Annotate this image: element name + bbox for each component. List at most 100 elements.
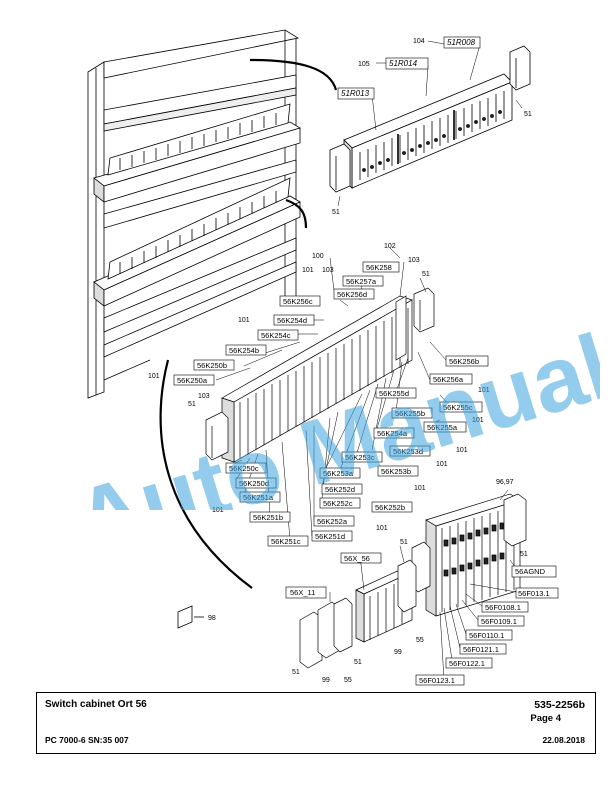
cable-loop-middle [285, 198, 308, 229]
label-56K252c: 56K252c [323, 499, 353, 508]
marker-card [177, 605, 204, 629]
label-56K254b: 56K254b [229, 346, 259, 355]
callout-51-lower-left: 51 [292, 669, 300, 676]
exploded-parts-diagram: 104 51R008 105 51R014 51R013 51 51 102 1… [87, 29, 559, 686]
callout-51-lower-b: 51 [520, 551, 528, 558]
terminal-strip-lower-middle [299, 559, 417, 669]
callout-101-e: 101 [472, 417, 484, 424]
rail-1 [103, 74, 297, 132]
end-clamp-relay-right [413, 287, 435, 333]
label-56K250c: 56K250c [229, 464, 259, 473]
rail-3 [103, 237, 297, 381]
cabinet-frame [87, 29, 338, 589]
end-clamp-relay-left [205, 411, 229, 461]
callout-51-relay-left: 51 [188, 401, 196, 408]
label-56F0108-1: 56F0108.1 [485, 603, 521, 612]
callout-101-b: 101 [238, 317, 250, 324]
label-56K256b: 56K256b [449, 357, 479, 366]
callout-99-a: 99 [394, 649, 402, 656]
drawing-date: 22.08.2018 [542, 735, 585, 745]
label-texts: 104 51R008 105 51R014 51R013 51 51 102 1… [148, 38, 550, 685]
label-56X_56: 56X_56 [344, 554, 370, 563]
callout-101-f: 101 [456, 447, 468, 454]
end-plate-relay [395, 295, 407, 361]
wire-duct-lower [93, 177, 301, 307]
callout-101-c: 101 [148, 373, 160, 380]
page-number: Page 4 [530, 713, 561, 724]
callout-103-b: 103 [322, 267, 334, 274]
label-56K250d: 56K250d [239, 479, 269, 488]
callout-55-a: 55 [416, 637, 424, 644]
label-56K255a: 56K255a [427, 423, 458, 432]
callout-100: 100 [312, 253, 324, 260]
label-56X_11: 56X_11 [290, 588, 315, 597]
label-51R014: 51R014 [389, 59, 418, 68]
callout-102: 102 [384, 243, 396, 250]
label-56K255d: 56K255d [379, 389, 409, 398]
callout-101-a: 101 [302, 267, 314, 274]
callout-101-i: 101 [376, 525, 388, 532]
label-56K251d: 56K251d [315, 532, 345, 541]
callout-101-d: 101 [478, 387, 490, 394]
label-56K251b: 56K251b [253, 513, 283, 522]
cable-loop-upper [249, 58, 338, 91]
callout-51-upper-right: 51 [524, 111, 532, 118]
label-56K255c: 56K255c [443, 403, 473, 412]
callout-51-lower-middle: 51 [354, 659, 362, 666]
terminal-strip-lower-right [411, 493, 527, 617]
label-56K252a: 56K252a [317, 517, 348, 526]
label-56K256c: 56K256c [283, 297, 313, 306]
label-56K251c: 56K251c [271, 537, 301, 546]
label-56K253a: 56K253a [323, 469, 354, 478]
label-51R013: 51R013 [341, 89, 370, 98]
callout-51-relay-right: 51 [422, 271, 430, 278]
end-clamp-lower-right-a [503, 493, 527, 547]
end-clamp-upper-right [509, 45, 531, 91]
label-56K254c: 56K254c [261, 331, 291, 340]
callout-101-j: 101 [414, 485, 426, 492]
relay-row [205, 287, 435, 463]
label-56F013-1: 56F013.1 [518, 589, 550, 598]
callout-55-b: 55 [344, 677, 352, 684]
title-block: Switch cabinet Ort 56 535-2256b Page 4 P… [36, 692, 596, 754]
label-56K254d: 56K254d [277, 316, 307, 325]
label-56K252b: 56K252b [375, 503, 405, 512]
end-clamp-upper-left [329, 143, 351, 193]
callout-51-lower-a: 51 [400, 539, 408, 546]
machine-serial: PC 7000-6 SN:35 007 [45, 735, 129, 745]
label-boxes [173, 36, 559, 686]
callout-104: 104 [413, 38, 425, 45]
label-56F0122-1: 56F0122.1 [449, 659, 485, 668]
cable-long [159, 359, 253, 589]
label-56K256a: 56K256a [433, 375, 464, 384]
label-51R008: 51R008 [447, 38, 476, 47]
end-clamp-lower-middle-a [397, 559, 417, 613]
label-56K253c: 56K253c [345, 453, 375, 462]
callout-103-c: 103 [198, 393, 210, 400]
label-56K250a: 56K250a [177, 376, 208, 385]
label-56K258: 56K258 [366, 263, 392, 272]
label-56K254a: 56K254a [377, 429, 408, 438]
wire-duct-upper [93, 103, 301, 203]
drawing-title: Switch cabinet Ort 56 [45, 699, 147, 710]
end-clamp-lower-middle-b [299, 597, 353, 669]
label-56AGND: 56AGND [515, 567, 546, 576]
callout-99-b: 99 [322, 677, 330, 684]
label-56K253b: 56K253b [381, 467, 411, 476]
callout-98: 98 [208, 615, 216, 622]
label-56F0121-1: 56F0121.1 [463, 645, 499, 654]
label-56K253d: 56K253d [393, 447, 423, 456]
document-number: 535-2256b [534, 699, 585, 711]
rail-2 [103, 159, 297, 229]
label-56F0109-1: 56F0109.1 [481, 617, 517, 626]
label-56K257a: 56K257a [346, 277, 377, 286]
label-56K252d: 56K252d [325, 485, 355, 494]
callout-103-a: 103 [408, 257, 420, 264]
callout-101-g: 101 [436, 461, 448, 468]
callout-105: 105 [358, 61, 370, 68]
label-56K251a: 56K251a [243, 493, 274, 502]
callout-96-97: 96,97 [496, 479, 514, 486]
label-56K256d: 56K256d [337, 290, 367, 299]
label-56F0110-1: 56F0110.1 [469, 631, 504, 640]
label-56F0123-1: 56F0123.1 [419, 676, 455, 685]
